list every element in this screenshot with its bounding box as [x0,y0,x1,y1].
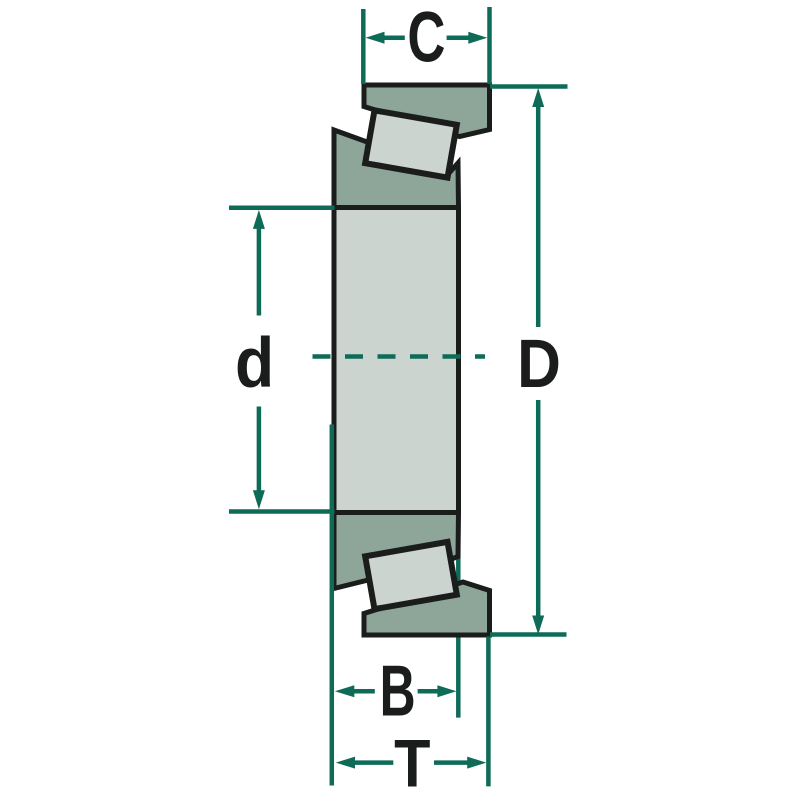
svg-text:B: B [380,651,416,732]
svg-text:T: T [394,725,430,800]
svg-text:D: D [517,324,561,402]
svg-text:d: d [235,324,274,402]
svg-text:C: C [407,0,445,78]
